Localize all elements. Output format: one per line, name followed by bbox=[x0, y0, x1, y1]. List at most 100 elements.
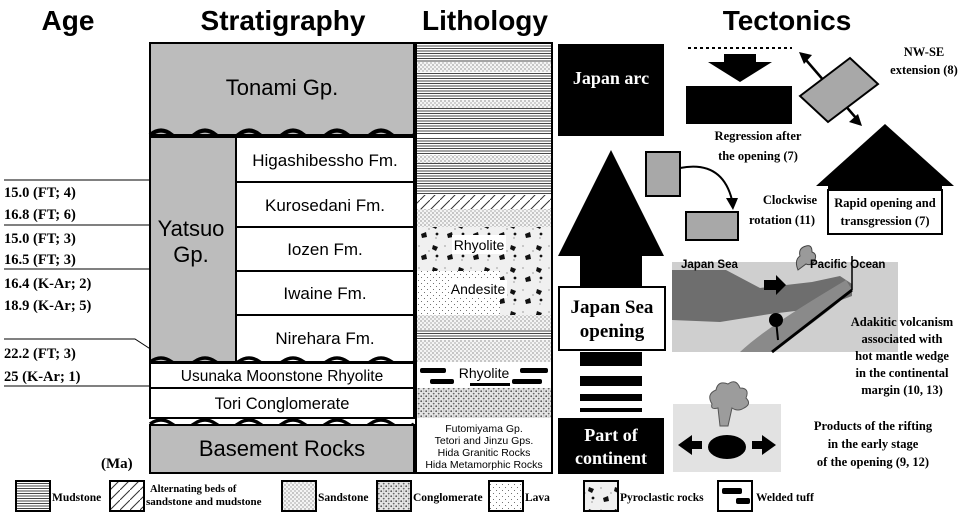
legend-swatch-lava bbox=[488, 480, 524, 512]
iozen-label: Iozen Fm. bbox=[287, 240, 363, 259]
age-value: 25 (K-Ar; 1) bbox=[4, 369, 81, 385]
rotation-block-after bbox=[685, 211, 739, 241]
lith-kurosedani-alt bbox=[416, 195, 552, 209]
legend-label-lava: Lava bbox=[525, 492, 550, 504]
rifting-illustration bbox=[673, 381, 781, 472]
nirehara-box bbox=[235, 314, 415, 363]
part-of-continent-box bbox=[558, 418, 664, 474]
age-value: 22.2 (FT; 3) bbox=[4, 346, 76, 362]
rifting-label: in the early stage bbox=[828, 437, 919, 451]
opening-arrow bbox=[558, 150, 664, 286]
age-value: 15.0 (FT; 4) bbox=[4, 185, 76, 201]
basement-lith-line: Tetori and Jinzu Gps. bbox=[435, 435, 534, 447]
age-value: 16.4 (K-Ar; 2) bbox=[4, 276, 92, 292]
arrow-stripe bbox=[580, 394, 642, 401]
unconformity-top bbox=[148, 128, 416, 142]
usunaka-box bbox=[149, 362, 415, 389]
age-unit-label: (Ma) bbox=[101, 456, 133, 472]
regression-down-arrow bbox=[708, 54, 772, 82]
clockwise-rotation-label-2: rotation (11) bbox=[749, 213, 815, 227]
japan-sea-label: Japan Sea bbox=[681, 259, 738, 271]
basement-lith-line: Hida Metamorphic Rocks bbox=[425, 459, 542, 471]
iwaine-label: Iwaine Fm. bbox=[283, 284, 366, 303]
arrow-stripe bbox=[580, 352, 642, 366]
legend-label-welded: Welded tuff bbox=[756, 492, 814, 504]
tectonics-header: Tectonics bbox=[723, 5, 852, 36]
age-value: 16.8 (FT; 6) bbox=[4, 207, 76, 223]
rapid-opening-arrow-base bbox=[828, 184, 942, 192]
lith-tonami-sand-band bbox=[416, 100, 552, 108]
rift-arrow-right bbox=[752, 435, 776, 455]
part-of-continent-label: Part of bbox=[584, 425, 638, 445]
legend-swatch-sandstone bbox=[281, 480, 317, 512]
yatsuo-group-label: Yatsuo bbox=[158, 216, 225, 241]
volcano-plume bbox=[795, 245, 817, 271]
regression-label-2: the opening (7) bbox=[718, 149, 798, 163]
rapid-opening-arrow bbox=[816, 124, 954, 186]
lith-tori-conglomerate bbox=[416, 388, 552, 418]
eruption-cloud bbox=[709, 381, 750, 427]
legend-label-alternating-2: sandstone and mudstone bbox=[146, 496, 262, 508]
welded-mark bbox=[736, 498, 750, 504]
age-header: Age bbox=[42, 5, 95, 36]
lithology-header: Lithology bbox=[422, 5, 548, 36]
arrow-stripe bbox=[580, 376, 642, 386]
adakitic-label: hot mantle wedge bbox=[855, 349, 949, 363]
lith-iwaine-pyro bbox=[500, 271, 552, 315]
legend: Mudstone Alternating beds of sandstone a… bbox=[15, 480, 814, 512]
rapid-opening-label: Rapid opening and bbox=[834, 196, 935, 210]
rhyolite-iozen-label: Rhyolite bbox=[454, 237, 505, 253]
slab bbox=[740, 280, 852, 352]
legend-label-alternating: Alternating beds of bbox=[150, 484, 237, 495]
andesite-label: Andesite bbox=[451, 281, 506, 297]
age-value: 15.0 (FT; 3) bbox=[4, 231, 76, 247]
clockwise-rotation-label: Clockwise bbox=[763, 193, 818, 207]
legend-swatch-alternating bbox=[109, 480, 145, 512]
legend-label-sandstone: Sandstone bbox=[318, 492, 369, 504]
lith-frame bbox=[415, 42, 553, 474]
higashibessho-label: Higashibessho Fm. bbox=[252, 151, 398, 170]
stratigraphy-header: Stratigraphy bbox=[201, 5, 366, 36]
kurosedani-label: Kurosedani Fm. bbox=[265, 196, 385, 215]
legend-swatch-pyroclastic bbox=[583, 480, 619, 512]
lith-higashibessho-sand bbox=[416, 155, 552, 163]
nw-se-extension-label: NW-SE bbox=[904, 45, 945, 59]
japan-sea-opening-label-2: opening bbox=[580, 321, 645, 342]
legend-swatch-welded bbox=[717, 480, 753, 512]
plate-motion-arrow bbox=[764, 275, 786, 295]
part-of-continent-label-2: continent bbox=[575, 448, 647, 468]
rhyolite-usunaka-label: Rhyolite bbox=[459, 365, 510, 381]
age-value: 18.9 (K-Ar; 5) bbox=[4, 298, 92, 314]
legend-label-mudstone: Mudstone bbox=[52, 492, 101, 504]
basement-lith-line: Futomiyama Gp. bbox=[445, 423, 523, 435]
extension-arrowhead-nw bbox=[799, 52, 812, 64]
age-list: 15.0 (FT; 4) 16.8 (FT; 6) 15.0 (FT; 3) 1… bbox=[4, 185, 92, 385]
nirehara-label: Nirehara Fm. bbox=[275, 329, 374, 348]
basement-box bbox=[149, 424, 415, 474]
adakitic-label: margin (10, 13) bbox=[861, 383, 943, 397]
legend-swatch-mudstone bbox=[15, 480, 51, 512]
welded-mark bbox=[722, 488, 742, 494]
arrow-stripe bbox=[580, 408, 642, 412]
basement-lith-line: Hida Granitic Rocks bbox=[438, 447, 531, 459]
adakitic-label: Adakitic volcanism bbox=[851, 315, 954, 329]
japan-arc-label: Japan arc bbox=[573, 68, 649, 88]
tori-box bbox=[149, 387, 415, 419]
rapid-opening-label-2: transgression (7) bbox=[840, 214, 929, 228]
rifting-label: of the opening (9, 12) bbox=[817, 455, 929, 469]
rapid-opening-box bbox=[827, 189, 943, 235]
subduction-cross-section: Japan Sea Pacific Ocean bbox=[672, 245, 898, 354]
yatsuo-group-label-2: Gp. bbox=[173, 242, 208, 267]
age-value: 16.5 (FT; 3) bbox=[4, 252, 76, 268]
adakitic-label: in the continental bbox=[855, 366, 949, 380]
extension-arrowhead-se bbox=[849, 114, 862, 126]
legend-label-pyroclastic: Pyroclastic rocks bbox=[620, 492, 704, 504]
lith-tonami-mudstone bbox=[416, 43, 552, 135]
basement-label: Basement Rocks bbox=[199, 436, 365, 461]
lithology-column bbox=[415, 42, 553, 474]
rhyolite-label-bg bbox=[452, 235, 506, 254]
tonami-group-box bbox=[149, 42, 415, 136]
magma-conduit bbox=[775, 319, 779, 341]
slab-outline bbox=[771, 288, 853, 354]
